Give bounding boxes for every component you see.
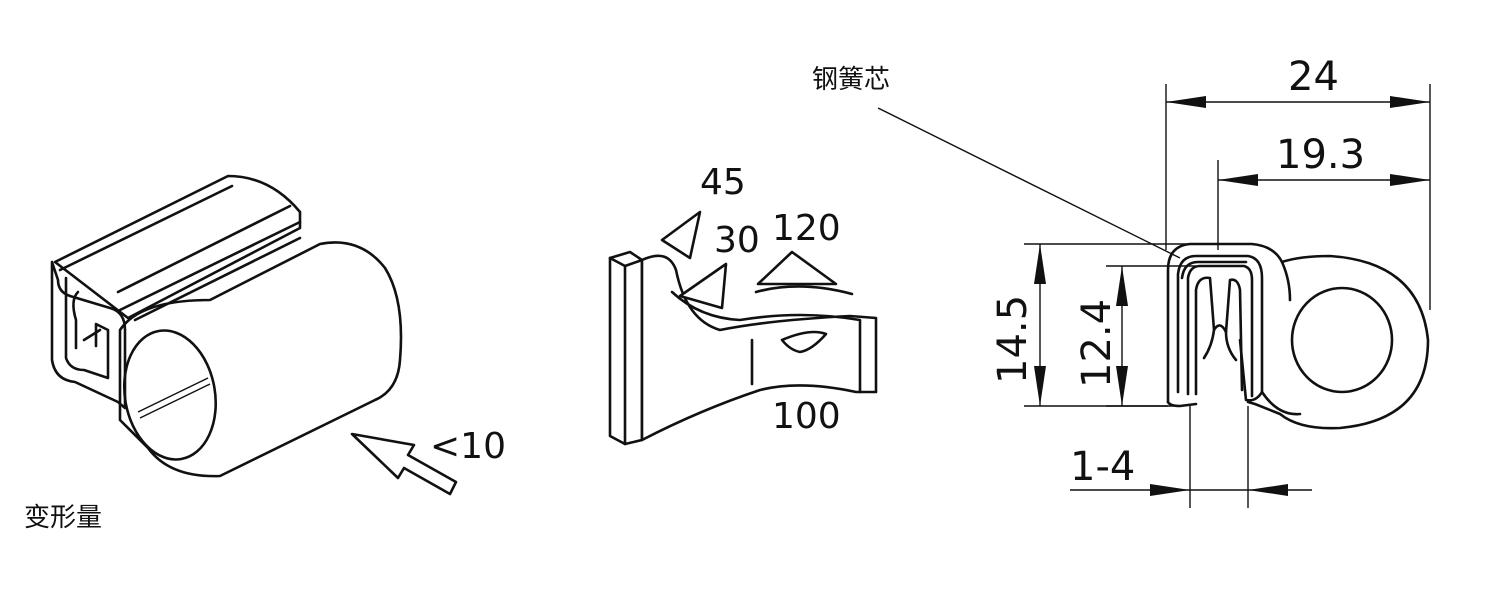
angle-fit-view	[608, 210, 878, 446]
dimension-1-4: 1-4	[1070, 444, 1135, 490]
steel-core-label: 钢簧芯	[812, 65, 890, 95]
angle-30-marker	[678, 262, 728, 310]
dimension-12-4: 12.4	[1074, 299, 1120, 388]
cross-section-view	[1166, 242, 1430, 430]
dimension-width-total	[1165, 84, 1431, 310]
angle-120-marker	[756, 250, 838, 286]
profile-isometric-view	[50, 174, 458, 496]
dimension-width-inner	[1217, 160, 1430, 250]
angle-100-label: 100	[772, 396, 841, 437]
angle-30-label: 30	[714, 220, 760, 261]
dimension-height-total	[1024, 243, 1190, 407]
angle-45-marker	[660, 210, 702, 260]
dimension-thickness	[1070, 406, 1312, 508]
dimension-height-inner	[1106, 265, 1196, 407]
angle-120-label: 120	[772, 208, 841, 249]
steel-core-callout	[877, 107, 1181, 259]
dimension-14-5: 14.5	[990, 295, 1036, 384]
dimension-19-3: 19.3	[1276, 132, 1365, 178]
angle-45-label: 45	[700, 162, 746, 203]
dimension-24: 24	[1288, 54, 1339, 100]
deformation-label: 变形量	[24, 503, 102, 533]
deformation-value-label: <10	[430, 426, 506, 467]
